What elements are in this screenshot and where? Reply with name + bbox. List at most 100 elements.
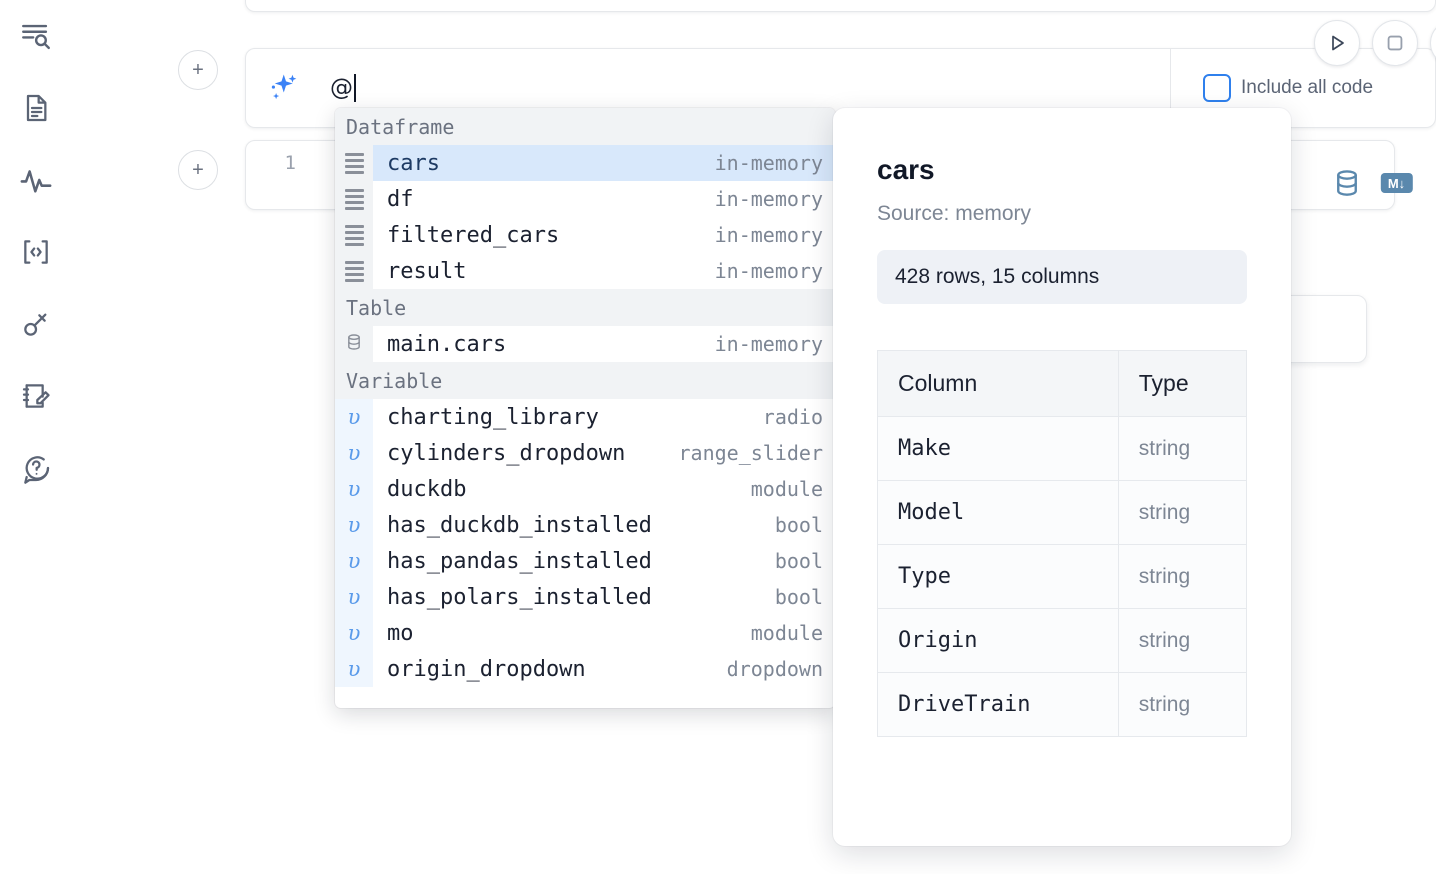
add-cell-below-button[interactable]: + — [178, 150, 218, 190]
doc-column-name: DriveTrain — [877, 672, 1119, 737]
dataframe-doc-panel: cars Source: memory 428 rows, 15 columns… — [833, 108, 1291, 846]
explore-search-icon[interactable] — [14, 14, 58, 58]
autocomplete-item[interactable]: υ charting_library radio — [335, 399, 835, 435]
autocomplete-item-icon-cell: υ — [335, 399, 373, 435]
ai-sparkle-icon — [265, 70, 301, 106]
include-all-code-row[interactable]: Include all code — [1203, 74, 1373, 102]
autocomplete-item-icon-cell: υ — [335, 651, 373, 687]
text-caret — [354, 74, 356, 102]
doc-type-header: Type — [1117, 350, 1248, 417]
autocomplete-item[interactable]: υ has_duckdb_installed bool — [335, 507, 835, 543]
autocomplete-item-icon-cell: υ — [335, 579, 373, 615]
autocomplete-item-label: origin_dropdown — [387, 656, 586, 682]
autocomplete-item-type: in-memory — [714, 259, 823, 283]
doc-column-type: string — [1117, 544, 1248, 609]
ai-prompt-input[interactable]: @ — [330, 68, 1160, 108]
scratchpad-edit-icon[interactable] — [14, 374, 58, 418]
autocomplete-item[interactable]: υ origin_dropdown dropdown — [335, 651, 835, 687]
autocomplete-item-type: dropdown — [726, 657, 823, 681]
plus-icon: + — [192, 159, 204, 181]
doc-column-name: Model — [877, 480, 1119, 545]
variable-icon: υ — [347, 513, 361, 537]
dataframe-icon — [344, 152, 364, 174]
variable-icon: υ — [347, 585, 361, 609]
secrets-key-icon[interactable] — [14, 302, 58, 346]
stop-button[interactable] — [1372, 20, 1418, 66]
activity-icon[interactable] — [14, 158, 58, 202]
autocomplete-item-icon-cell — [335, 145, 373, 181]
autocomplete-item[interactable]: main.cars in-memory — [335, 326, 835, 362]
doc-shape-badge: 428 rows, 15 columns — [877, 250, 1247, 304]
autocomplete-item-label: main.cars — [387, 331, 507, 357]
autocomplete-item-label: has_duckdb_installed — [387, 512, 652, 538]
add-cell-above-button[interactable]: + — [178, 50, 218, 90]
database-icon[interactable] — [1332, 168, 1362, 203]
doc-title: cars — [877, 154, 935, 185]
cell-output-icons: M↓ — [1332, 168, 1414, 203]
autocomplete-item[interactable]: result in-memory — [335, 253, 835, 289]
autocomplete-item-type: module — [750, 621, 823, 645]
doc-column-type: string — [1117, 672, 1248, 737]
doc-column-name: Origin — [877, 608, 1119, 673]
doc-column-type: string — [1117, 608, 1248, 673]
document-icon[interactable] — [14, 86, 58, 130]
autocomplete-item[interactable]: filtered_cars in-memory — [335, 217, 835, 253]
autocomplete-item-label: has_pandas_installed — [387, 548, 652, 574]
dataframe-icon — [344, 224, 364, 246]
doc-column-type: string — [1117, 416, 1248, 481]
code-snippet-icon[interactable] — [14, 230, 58, 274]
autocomplete-item-icon-cell: υ — [335, 543, 373, 579]
autocomplete-item-type: module — [750, 477, 823, 501]
autocomplete-item-label: filtered_cars — [387, 222, 560, 248]
doc-column-name: Type — [877, 544, 1119, 609]
include-all-code-checkbox[interactable] — [1203, 74, 1231, 102]
autocomplete-item-type: bool — [774, 585, 823, 609]
dataframe-icon — [344, 260, 364, 282]
variable-icon: υ — [347, 657, 361, 681]
autocomplete-item-type: in-memory — [714, 223, 823, 247]
autocomplete-item-label: has_polars_installed — [387, 584, 652, 610]
autocomplete-item-type: bool — [774, 513, 823, 537]
autocomplete-item-label: result — [387, 258, 467, 284]
autocomplete-item[interactable]: υ has_polars_installed bool — [335, 579, 835, 615]
autocomplete-item-icon-cell: υ — [335, 435, 373, 471]
run-button[interactable] — [1314, 20, 1360, 66]
autocomplete-item-label: duckdb — [387, 476, 467, 502]
autocomplete-item-label: df — [387, 186, 414, 212]
previous-cell-card — [245, 0, 1436, 12]
variable-icon: υ — [347, 621, 361, 645]
table-db-icon — [344, 332, 364, 357]
dataframe-icon — [344, 188, 364, 210]
doc-table-header-row: Column Type — [877, 350, 1248, 417]
autocomplete-item-label: charting_library — [387, 404, 599, 430]
autocomplete-item-icon-cell — [335, 326, 373, 362]
include-all-code-label: Include all code — [1241, 77, 1374, 98]
autocomplete-item-label: cylinders_dropdown — [387, 440, 626, 466]
autocomplete-item-type: in-memory — [714, 332, 823, 356]
autocomplete-item-type: radio — [762, 405, 823, 429]
svg-text:M↓: M↓ — [1388, 176, 1405, 191]
doc-column-type: string — [1117, 480, 1248, 545]
variable-icon: υ — [347, 549, 361, 573]
ai-suggestion-card[interactable]: AI — [1277, 295, 1367, 363]
doc-source: Source: memory — [877, 202, 1032, 225]
markdown-icon[interactable]: M↓ — [1380, 171, 1414, 200]
autocomplete-item-icon-cell — [335, 253, 373, 289]
autocomplete-item-icon-cell — [335, 181, 373, 217]
help-chat-icon[interactable] — [14, 446, 58, 490]
autocomplete-item-icon-cell: υ — [335, 615, 373, 651]
variable-icon: υ — [347, 441, 361, 465]
doc-column-header: Column — [877, 350, 1119, 417]
autocomplete-item-icon-cell — [335, 217, 373, 253]
